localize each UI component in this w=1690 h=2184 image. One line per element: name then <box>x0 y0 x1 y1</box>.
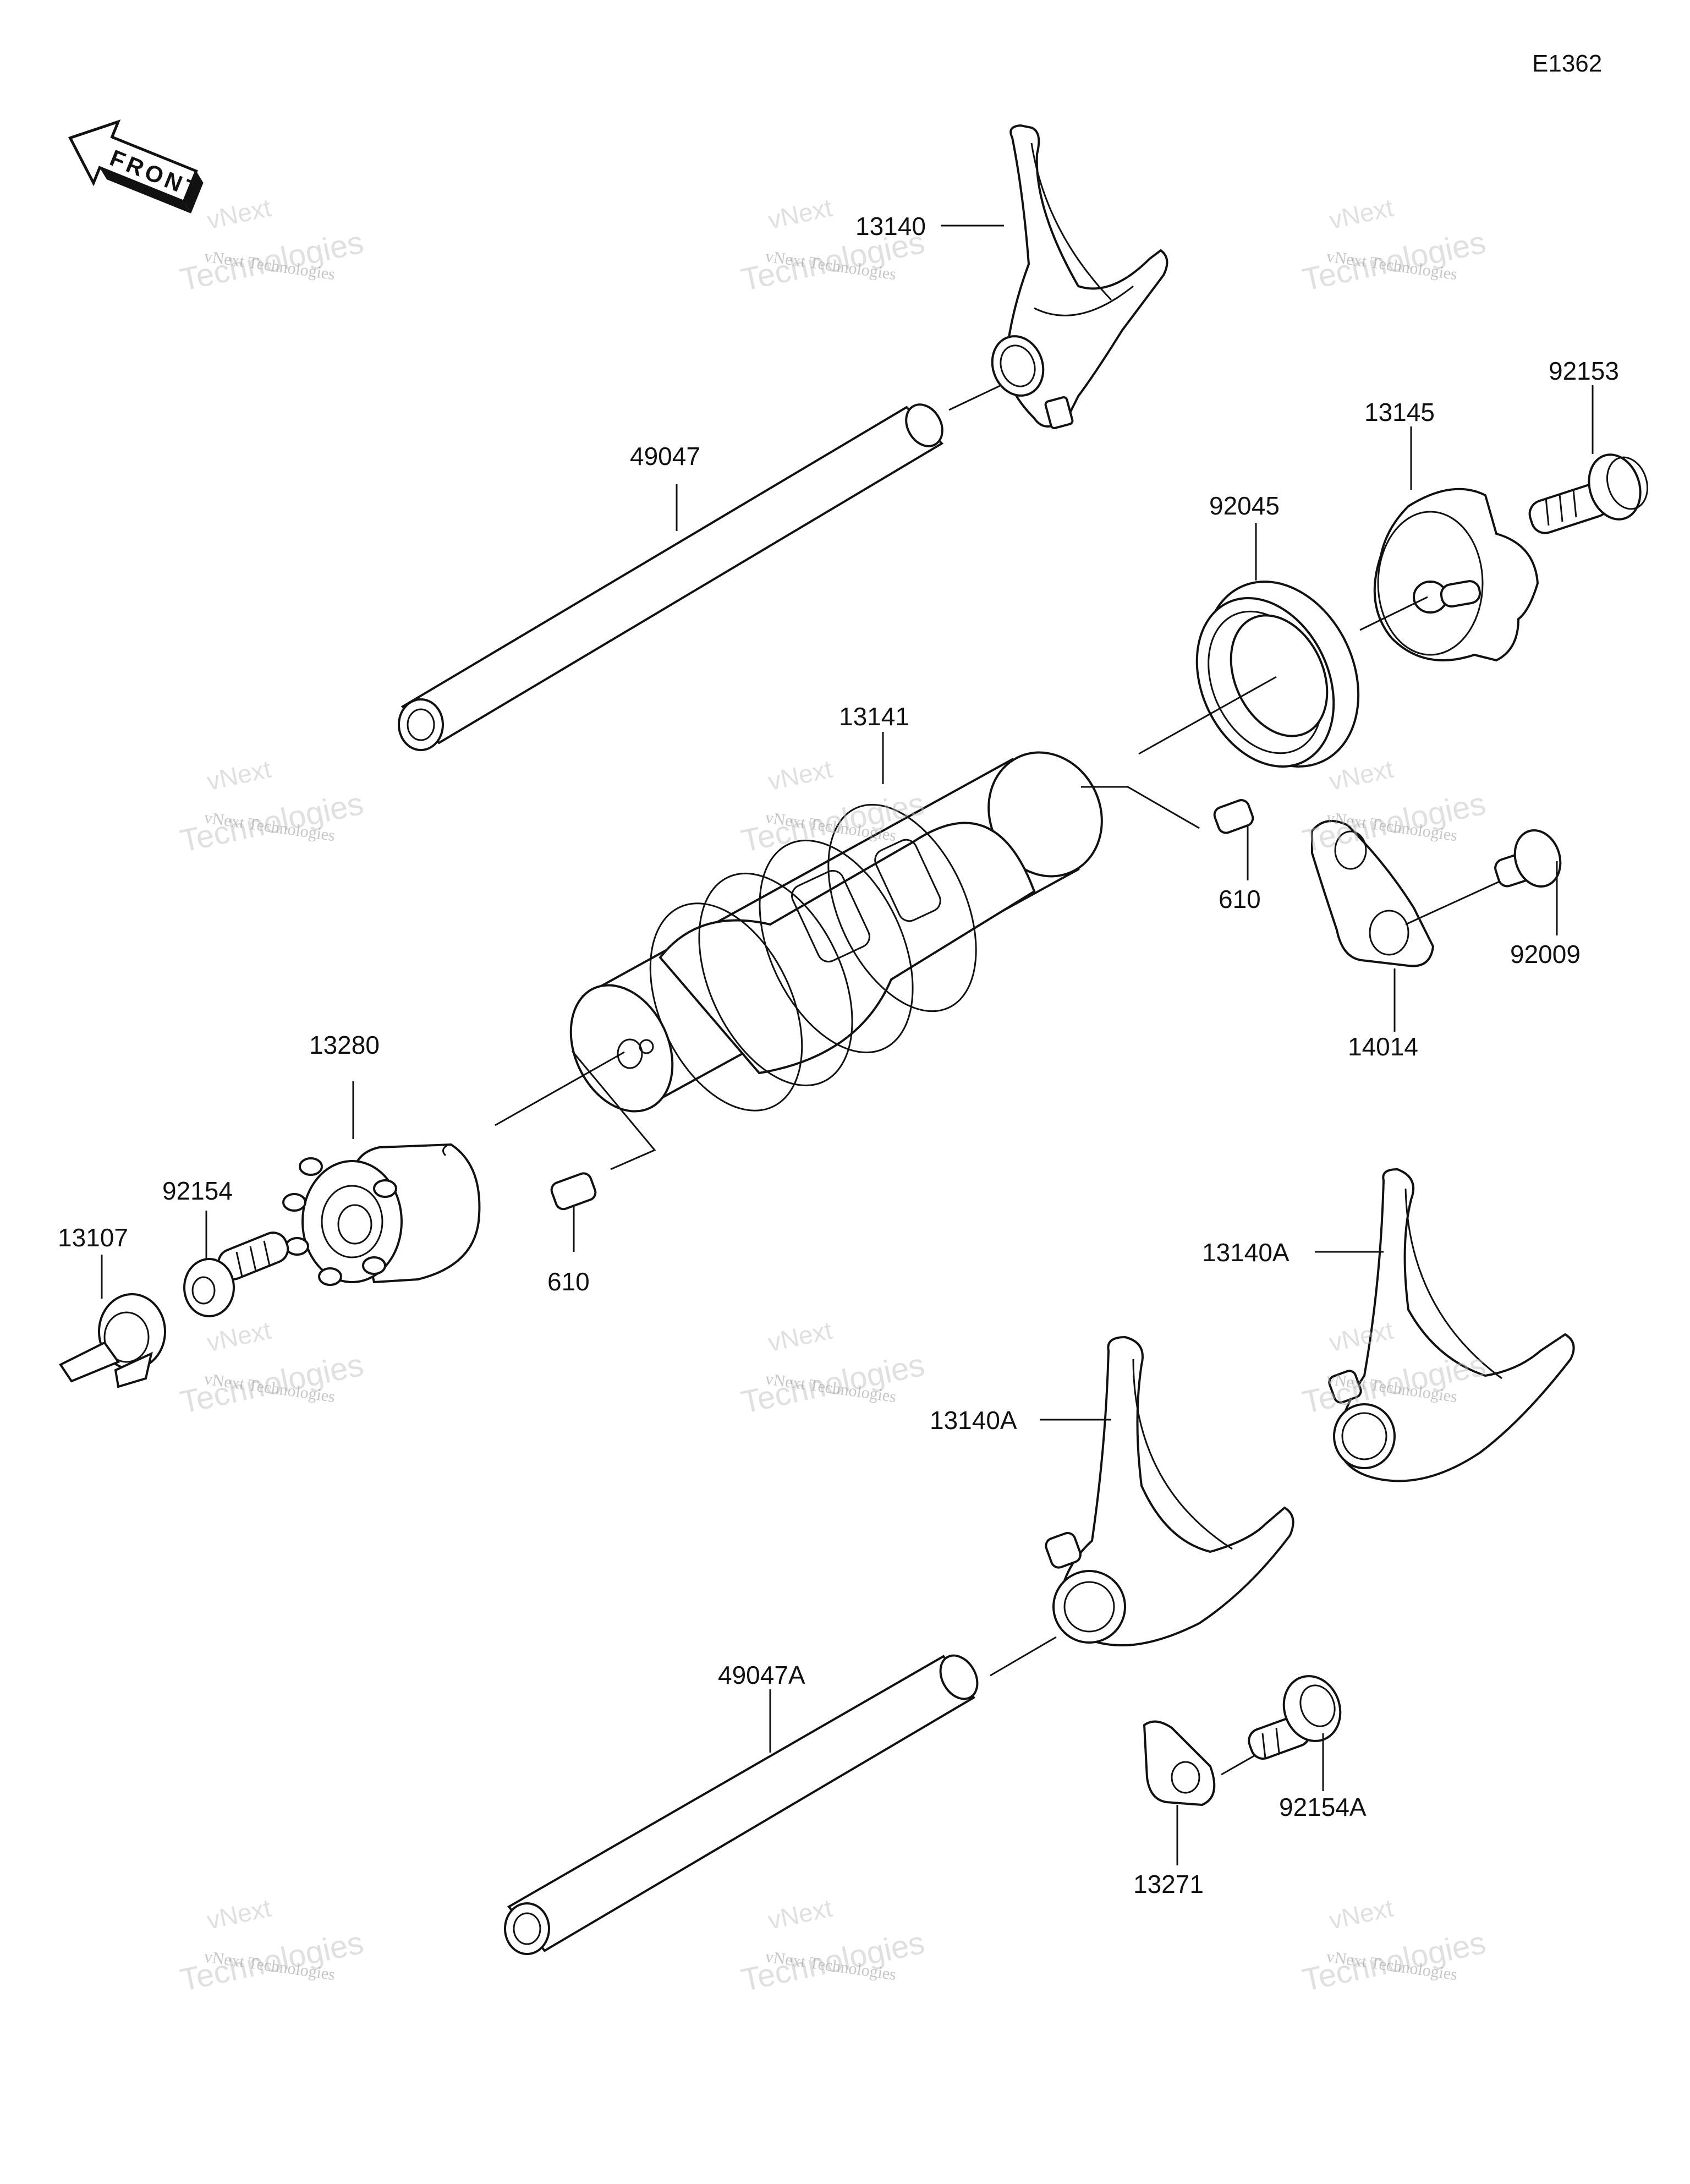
front-arrow-icon: FRONT <box>68 119 205 214</box>
cam-plate-13145 <box>1359 488 1539 662</box>
plate-13271 <box>1143 1720 1260 1807</box>
label-92154a: 92154A <box>1279 1793 1367 1821</box>
dowel-pin-610-upper <box>1213 799 1254 834</box>
watermark-r1c2: vNext Technologies <box>738 193 928 298</box>
watermark-brand: vNext <box>1326 1893 1396 1935</box>
label-610-lower: 610 <box>547 1267 590 1296</box>
diagram-id: E1362 <box>1532 50 1602 77</box>
watermark-r4c1: vNext Technologies <box>177 1893 367 1999</box>
watermark-brand: vNext <box>204 754 273 796</box>
watermark-brand: vNext <box>1326 754 1396 796</box>
label-13280: 13280 <box>309 1031 380 1059</box>
label-13140a-upper: 13140A <box>1202 1238 1290 1267</box>
shaft-49047a <box>504 1654 979 1955</box>
watermark-brand: vNext <box>765 1316 835 1357</box>
watermark-brand: vNext <box>765 193 835 234</box>
label-49047a: 49047A <box>718 1661 805 1689</box>
label-13107: 13107 <box>58 1223 128 1252</box>
shift-fork-13140a-upper <box>1328 1168 1575 1482</box>
bolt-92153 <box>1528 453 1648 534</box>
shift-drum-13141 <box>495 751 1200 1170</box>
label-92045: 92045 <box>1209 491 1280 520</box>
watermark-r4c3: vNext Technologies <box>1299 1893 1489 1999</box>
bolt-92154 <box>183 1231 289 1317</box>
watermark-r4c2: vNext Technologies <box>738 1893 928 1999</box>
watermark-brand: vNext <box>765 1893 835 1935</box>
shaft-49047 <box>398 384 1002 751</box>
bolt-92154a <box>1248 1675 1342 1760</box>
label-13141: 13141 <box>839 702 909 731</box>
watermark-brand: vNext <box>1326 193 1396 234</box>
label-14014: 14014 <box>1348 1032 1418 1061</box>
leader-lines <box>101 225 1594 1865</box>
label-92153: 92153 <box>1549 357 1619 385</box>
guide-13107 <box>59 1293 166 1388</box>
watermark-brand: vNext <box>204 1316 273 1357</box>
watermark-brand: vNext <box>204 1893 273 1935</box>
plate-14014 <box>1311 820 1502 967</box>
watermark-r3c1: vNext Technologies <box>177 1316 367 1421</box>
shift-fork-13140a-lower <box>990 1335 1294 1677</box>
pin-holder-13280 <box>282 1143 481 1286</box>
label-49047: 49047 <box>630 442 700 470</box>
label-13140a-lower: 13140A <box>930 1406 1017 1435</box>
label-13145: 13145 <box>1364 398 1435 426</box>
label-610-upper: 610 <box>1219 885 1261 913</box>
screw-92009 <box>1494 829 1562 888</box>
watermark-r3c2: vNext Technologies <box>738 1316 928 1421</box>
bearing-92045 <box>1138 581 1360 768</box>
label-13271: 13271 <box>1133 1870 1204 1898</box>
watermark-brand: vNext <box>765 754 835 796</box>
label-92154: 92154 <box>162 1176 233 1205</box>
watermark-r2c1: vNext Technologies <box>177 754 367 860</box>
label-92009: 92009 <box>1510 940 1581 968</box>
dowel-pin-610-lower <box>550 1172 597 1211</box>
shift-fork-13140 <box>991 124 1168 429</box>
label-13140: 13140 <box>855 212 926 240</box>
watermark-r1c3: vNext Technologies <box>1299 193 1489 298</box>
watermark-brand: vNext <box>204 193 273 234</box>
